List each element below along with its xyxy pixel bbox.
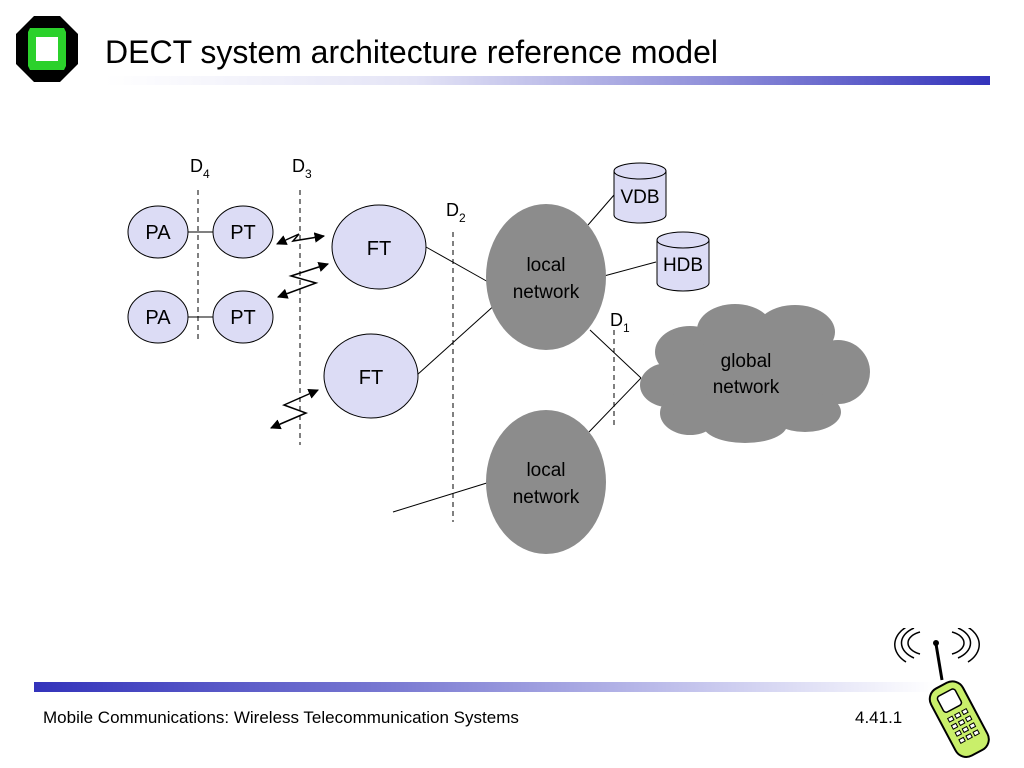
svg-text:network: network [513, 487, 580, 508]
vdb-database: VDB [613, 162, 667, 224]
ft-node-2: FT [323, 333, 419, 419]
title-underline-bar [105, 76, 990, 85]
university-logo [16, 16, 78, 82]
footer-bar [34, 682, 934, 692]
local-network-1: local network [486, 204, 606, 350]
svg-text:network: network [713, 377, 780, 398]
footer-course-title: Mobile Communications: Wireless Telecomm… [43, 708, 519, 727]
mobile-phone-icon [894, 628, 990, 758]
svg-text:PA: PA [145, 307, 171, 329]
svg-text:VDB: VDB [620, 187, 659, 208]
svg-text:local: local [526, 255, 565, 276]
svg-text:network: network [513, 282, 580, 303]
slide-title: DECT system architecture reference model [105, 34, 718, 70]
localnet1-global-link [589, 329, 642, 379]
ft1-localnet1-link [425, 246, 491, 284]
global-network-cloud: global network [640, 304, 870, 443]
svg-text:FT: FT [359, 367, 383, 389]
pt-node-1: PT [212, 205, 274, 259]
local-network-2: local network [486, 410, 606, 554]
radio-link-3 [270, 389, 319, 430]
svg-text:local: local [526, 460, 565, 481]
radio-link-1 [276, 232, 326, 245]
radio-link-2 [277, 261, 329, 299]
footer-page-number: 4.41.1 [855, 708, 903, 727]
localnet2-global-link [588, 377, 642, 433]
hdb-database: HDB [656, 231, 710, 292]
svg-text:PT: PT [230, 307, 256, 329]
localnet1-vdb-link [587, 194, 615, 226]
d3-label: D3 [292, 156, 312, 181]
svg-text:HDB: HDB [663, 255, 703, 276]
d1-label: D1 [610, 310, 630, 335]
pa-node-1: PA [127, 205, 189, 259]
svg-text:global: global [721, 351, 772, 372]
localnet1-hdb-link [603, 261, 657, 277]
pa-node-2: PA [127, 290, 189, 344]
d2-label: D2 [446, 200, 466, 225]
svg-text:PA: PA [145, 222, 171, 244]
svg-text:FT: FT [367, 238, 391, 260]
d4-label: D4 [190, 156, 210, 181]
svg-text:PT: PT [230, 222, 256, 244]
ft2-localnet1-link [416, 302, 498, 376]
pt-node-2: PT [212, 290, 274, 344]
ft-node-1: FT [331, 204, 427, 290]
external-to-localnet2-link [392, 481, 491, 513]
